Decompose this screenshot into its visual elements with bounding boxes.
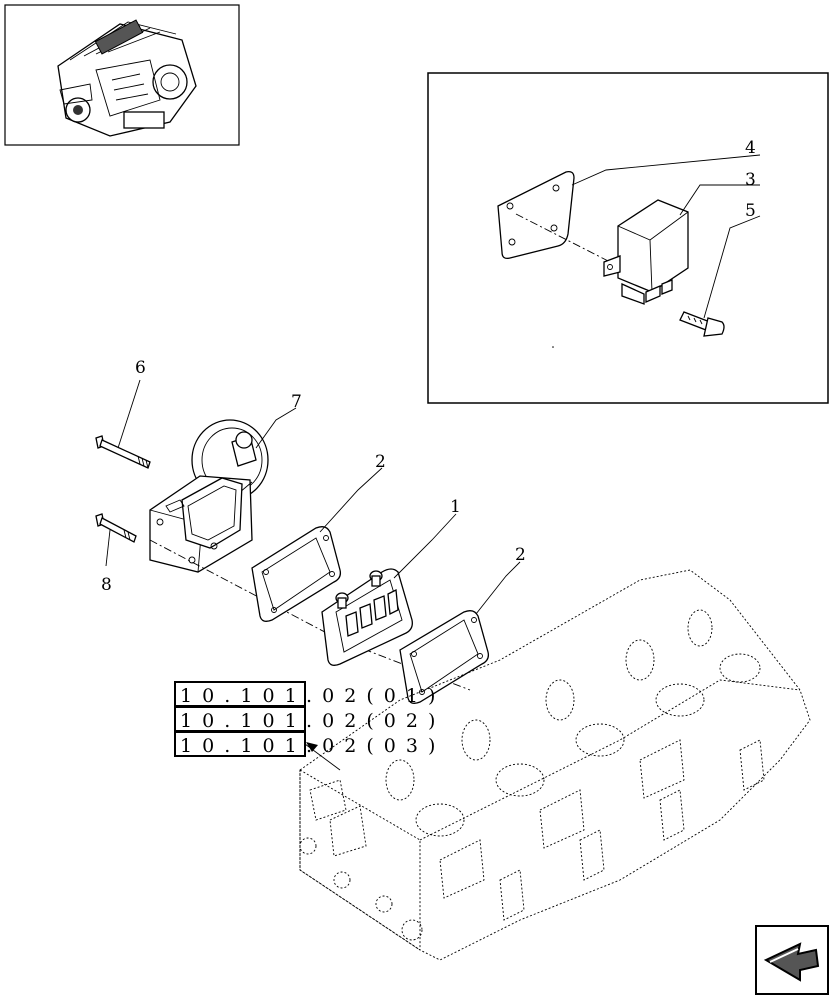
reference-pointer-arrow-icon: [306, 742, 318, 752]
callout-6: 6: [135, 358, 146, 378]
engine-thumbnail-icon[interactable]: [4, 4, 240, 146]
reference-section-3: 1 0 . 1 0 1: [180, 735, 299, 757]
cylinder-head: [299, 569, 811, 961]
callout-5: 5: [745, 201, 756, 221]
relay: [603, 199, 689, 305]
bolt-5: [679, 311, 725, 337]
heater-flange-housing: [149, 419, 269, 573]
callout-1: 1: [450, 497, 461, 517]
callout-4: 4: [745, 138, 756, 158]
gasket-left: [251, 526, 342, 622]
heater-element: [321, 568, 413, 666]
bracket-plate: [497, 170, 575, 260]
callout-8: 8: [101, 575, 112, 595]
reference-box-1[interactable]: 1 0 . 1 0 1 . 0 2 ( 0 1 ): [174, 681, 437, 707]
gasket-right: [399, 610, 490, 704]
inset-detail-box: 4 3 5: [427, 72, 829, 404]
callout-2-left: 2: [375, 452, 386, 472]
reference-suffix-3: . 0 2 ( 0 3 ): [306, 735, 437, 757]
callout-7: 7: [291, 392, 302, 412]
bolt-8: [95, 513, 137, 543]
reference-box-3[interactable]: 1 0 . 1 0 1 . 0 2 ( 0 3 ): [174, 731, 437, 757]
next-page-arrow-icon[interactable]: [755, 925, 829, 995]
bolt-6: [95, 435, 151, 469]
callout-2-right: 2: [515, 545, 526, 565]
reference-suffix-1: . 0 2 ( 0 1 ): [306, 685, 437, 707]
reference-box-2[interactable]: 1 0 . 1 0 1 . 0 2 ( 0 2 ): [174, 706, 437, 732]
reference-section-2: 1 0 . 1 0 1: [180, 710, 299, 732]
reference-suffix-2: . 0 2 ( 0 2 ): [306, 710, 437, 732]
reference-section-1: 1 0 . 1 0 1: [180, 685, 299, 707]
callout-3: 3: [745, 170, 756, 190]
